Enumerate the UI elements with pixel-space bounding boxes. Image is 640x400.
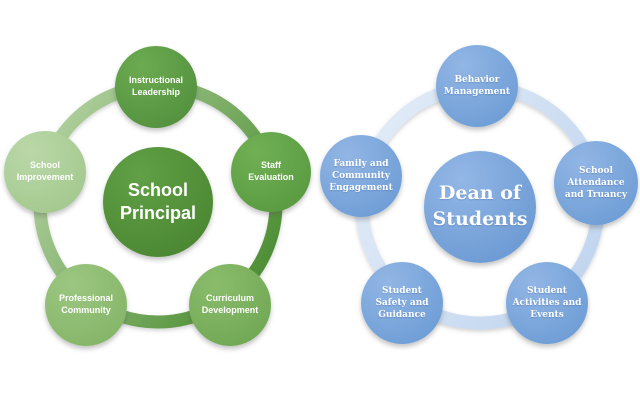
center-label: Dean of Students: [432, 182, 528, 230]
node-school-improvement: School Improvement: [4, 131, 86, 213]
node-professional-community: Professional Community: [45, 264, 127, 346]
node-label: School Attendance and Truancy: [564, 165, 628, 201]
node-label: Curriculum Development: [201, 293, 259, 315]
node-label: Student Activities and Events: [512, 285, 582, 321]
node-student-safety-and-guidance: Student Safety and Guidance: [361, 262, 443, 344]
node-label: Behavior Management: [443, 74, 511, 97]
node-student-activities-and-events: Student Activities and Events: [506, 262, 588, 344]
node-label: Student Safety and Guidance: [375, 285, 429, 321]
center-label: School Principal: [119, 179, 197, 223]
center-circle-school-principal: School Principal: [103, 147, 213, 257]
node-label: Professional Community: [58, 293, 114, 315]
node-family-and-community-engagement: Family and Community Engagement: [320, 135, 402, 217]
node-label: School Improvement: [16, 160, 74, 182]
center-circle-dean-of-students: Dean of Students: [424, 151, 536, 263]
node-instructional-leadership: Instructional Leadership: [115, 46, 197, 128]
node-school-attendance-and-truancy: School Attendance and Truancy: [554, 141, 638, 225]
node-label: Staff Evaluation: [248, 160, 294, 182]
node-curriculum-development: Curriculum Development: [189, 264, 271, 346]
node-label: Family and Community Engagement: [329, 158, 393, 194]
node-label: Instructional Leadership: [128, 75, 183, 97]
node-staff-evaluation: Staff Evaluation: [231, 132, 311, 212]
node-behavior-management: Behavior Management: [436, 45, 518, 127]
